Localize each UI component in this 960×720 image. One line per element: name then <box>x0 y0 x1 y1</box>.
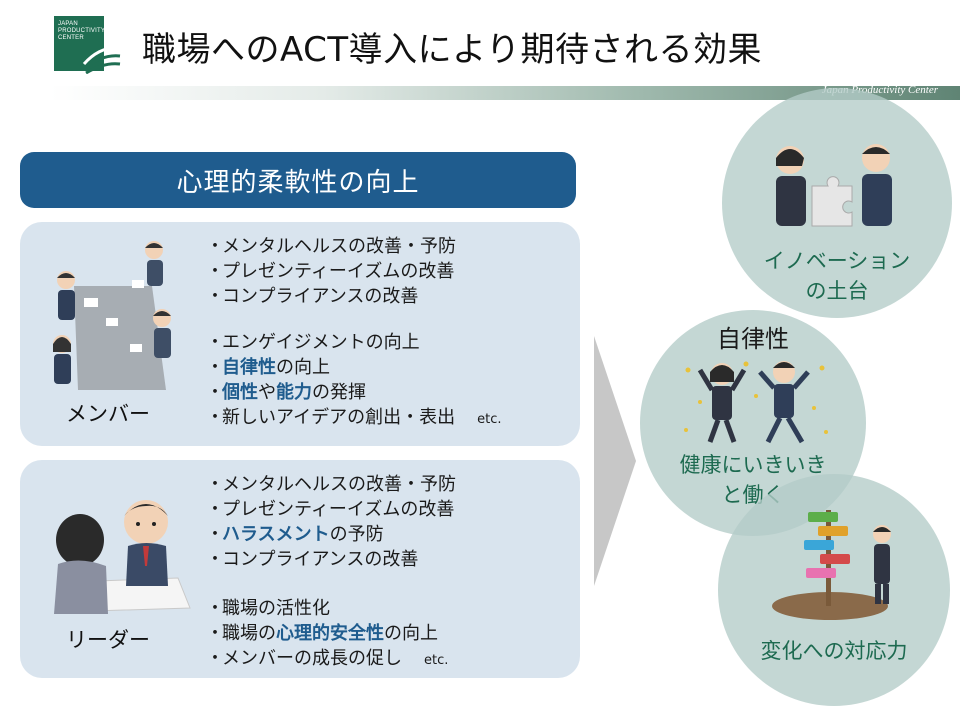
benefit-text: コンプライアンスの改善 <box>222 286 419 307</box>
puzzle-collaboration-illustration <box>776 144 892 227</box>
bullet-dot: ・ <box>206 357 224 378</box>
logo-line: JAPAN <box>58 21 78 27</box>
bullet-dot: ・ <box>206 549 224 570</box>
benefit-text: 職場の活性化 <box>222 598 330 619</box>
logo-line: CENTER <box>58 35 84 41</box>
wellbeing-label-line: 健康にいきいき <box>679 453 827 477</box>
bullet-dot: ・ <box>206 236 224 257</box>
bullet-dot: ・ <box>206 648 224 669</box>
adaptability-circle: 変化への対応力 <box>718 474 950 706</box>
benefit-text: エンゲイジメントの向上 <box>222 332 420 353</box>
flexibility-banner: 心理的柔軟性の向上 <box>20 152 576 208</box>
benefit-item: ・新しいアイデアの創出・表出 etc. <box>206 405 501 432</box>
benefit-item: ・メンバーの成長の促し etc. <box>206 646 448 673</box>
benefit-text: の予防 <box>329 524 384 545</box>
benefit-text: メンタルヘルスの改善・予防 <box>222 474 456 495</box>
signpost-illustration <box>772 510 891 620</box>
benefit-item: ・エンゲイジメントの向上 <box>206 330 501 355</box>
autonomy-label: 自律性 <box>717 325 789 353</box>
etc-label: etc. <box>477 412 502 427</box>
benefit-text: の発揮 <box>312 382 366 403</box>
benefit-keyword: ハラスメント <box>222 524 330 545</box>
adaptability-label: 変化への対応力 <box>760 639 908 663</box>
benefit-item: ・ハラスメントの予防 <box>206 522 456 547</box>
right-arrow-icon <box>594 336 636 586</box>
member-panel: メンバー ・メンタルヘルスの改善・予防・プレゼンティーイズムの改善・コンプライア… <box>20 222 580 446</box>
logo-badge: JAPAN PRODUCTIVITY CENTER <box>54 16 106 71</box>
etc-label: etc. <box>424 653 449 668</box>
bullet-dot: ・ <box>206 524 224 545</box>
company-logo: JAPAN PRODUCTIVITY CENTER <box>54 16 124 74</box>
bullet-dot: ・ <box>206 382 224 403</box>
meeting-table-illustration <box>53 241 171 390</box>
benefit-text: メンバーの成長の促し <box>222 648 402 669</box>
bullet-dot: ・ <box>206 407 224 428</box>
leader-role-label: リーダー <box>66 628 150 652</box>
bullet-dot: ・ <box>206 332 224 353</box>
benefit-keyword: 心理的安全性 <box>276 623 384 644</box>
logo-wave-icon <box>82 46 121 74</box>
bullet-dot: ・ <box>206 474 224 495</box>
bullet-dot: ・ <box>206 598 224 619</box>
logo-text: JAPAN PRODUCTIVITY CENTER <box>58 21 106 42</box>
benefit-text: の向上 <box>384 623 438 644</box>
benefit-item: ・メンタルヘルスの改善・予防 <box>206 472 456 497</box>
member-benefits-list-1: ・メンタルヘルスの改善・予防・プレゼンティーイズムの改善・コンプライアンスの改善 <box>206 234 456 309</box>
innovation-label-line: イノベーション <box>763 249 911 273</box>
benefit-text: や <box>258 382 276 403</box>
benefit-item: ・コンプライアンスの改善 <box>206 547 456 572</box>
benefit-item: ・メンタルヘルスの改善・予防 <box>206 234 456 259</box>
benefit-item: ・個性や能力の発揮 <box>206 380 501 405</box>
innovation-circle: イノベーション の土台 <box>722 88 952 318</box>
bullet-dot: ・ <box>206 623 224 644</box>
one-on-one-illustration <box>54 500 191 614</box>
logo-line: PRODUCTIVITY <box>58 28 106 34</box>
header-gradient-bar <box>50 86 960 100</box>
bullet-dot: ・ <box>206 499 224 520</box>
member-role-label: メンバー <box>66 402 150 426</box>
benefit-text: プレゼンティーイズムの改善 <box>222 261 455 282</box>
benefit-text: メンタルヘルスの改善・予防 <box>222 236 456 257</box>
benefit-item: ・プレゼンティーイズムの改善 <box>206 497 456 522</box>
leader-panel: リーダー ・メンタルヘルスの改善・予防・プレゼンティーイズムの改善・ハラスメント… <box>20 460 580 678</box>
bullet-dot: ・ <box>206 286 224 307</box>
wellbeing-label: 健康にいきいき と働く <box>640 450 866 510</box>
benefit-item: ・自律性の向上 <box>206 355 501 380</box>
benefit-text: コンプライアンスの改善 <box>222 549 419 570</box>
benefit-item: ・職場の心理的安全性の向上 <box>206 621 448 646</box>
cheering-people-illustration <box>684 361 828 444</box>
page-title: 職場へのACT導入により期待される効果 <box>142 30 762 70</box>
benefit-text: プレゼンティーイズムの改善 <box>222 499 455 520</box>
member-benefits-list-2: ・エンゲイジメントの向上・自律性の向上・個性や能力の発揮・新しいアイデアの創出・… <box>206 330 501 432</box>
benefit-item: ・コンプライアンスの改善 <box>206 284 456 309</box>
benefit-text: 職場の <box>222 623 276 644</box>
benefit-item: ・職場の活性化 <box>206 596 448 621</box>
banner-label: 心理的柔軟性の向上 <box>176 167 420 198</box>
innovation-label-line: の土台 <box>805 279 869 303</box>
leader-benefits-list-1: ・メンタルヘルスの改善・予防・プレゼンティーイズムの改善・ハラスメントの予防・コ… <box>206 472 456 572</box>
benefit-keyword: 自律性 <box>222 357 276 378</box>
bullet-dot: ・ <box>206 261 224 282</box>
benefit-text: 新しいアイデアの創出・表出 <box>222 407 456 428</box>
benefit-item: ・プレゼンティーイズムの改善 <box>206 259 456 284</box>
benefit-keyword: 個性 <box>222 382 258 403</box>
benefit-keyword: 能力 <box>276 382 312 403</box>
innovation-label: イノベーション の土台 <box>722 246 952 306</box>
benefit-text: の向上 <box>276 357 330 378</box>
